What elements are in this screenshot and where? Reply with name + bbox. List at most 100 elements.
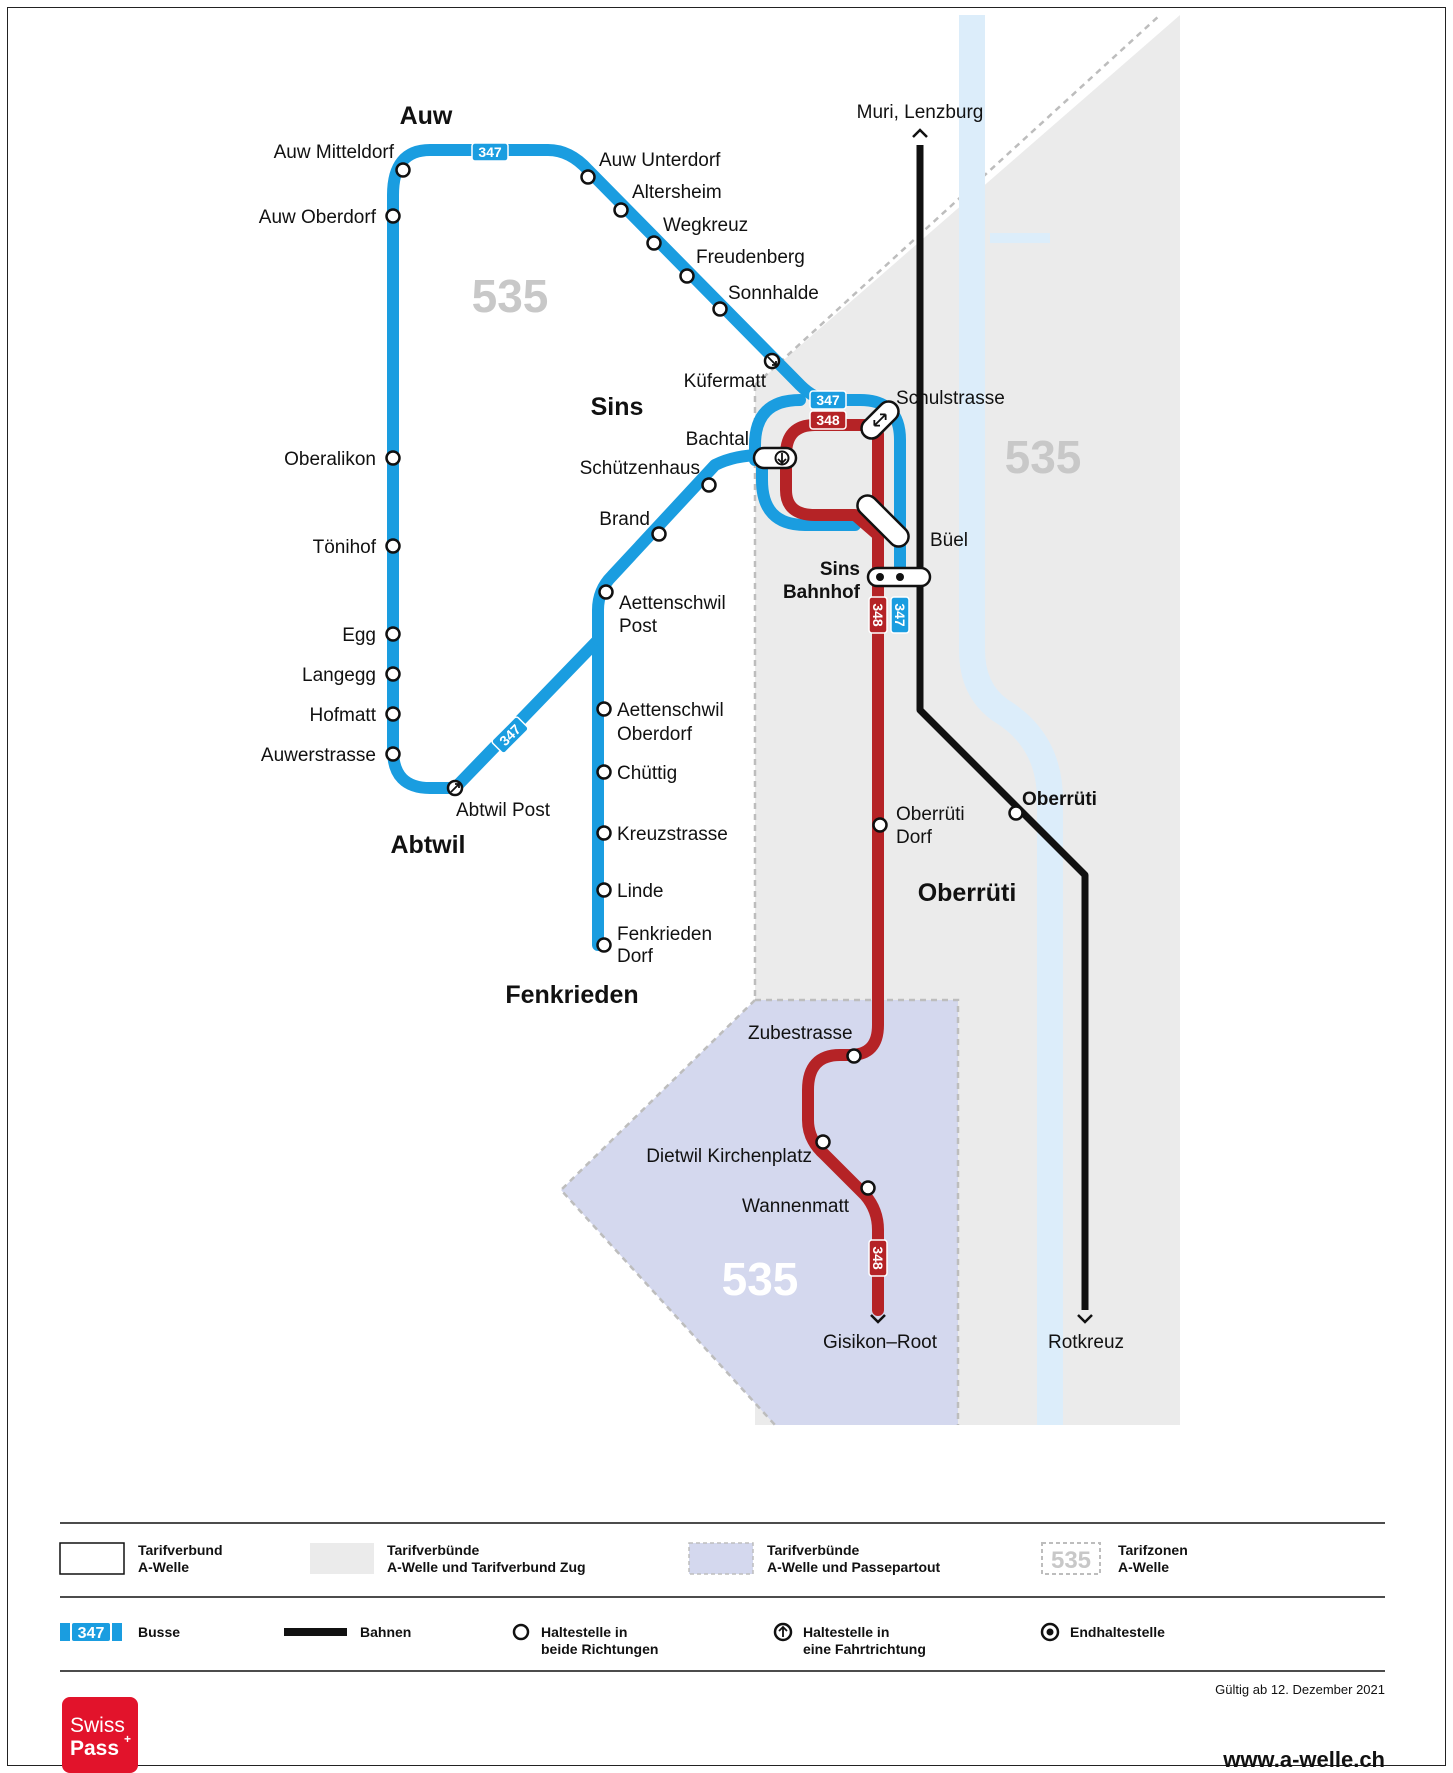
badge-347-bahnhof: 347 bbox=[890, 596, 910, 634]
stop-abtwil-post: Abtwil Post bbox=[456, 800, 551, 821]
sins-bahnhof-platform bbox=[866, 566, 932, 588]
stop-oberrueti-dorf-1: Oberrüti bbox=[896, 804, 965, 825]
stop-schulstrasse: Schulstrasse bbox=[896, 388, 1005, 409]
svg-text:348: 348 bbox=[870, 603, 886, 627]
stop-aettenschwil-oberdorf-2: Oberdorf bbox=[617, 724, 693, 745]
stop-aettenschwil-post-2: Post bbox=[619, 616, 658, 637]
stop-oberrueti-station: Oberrüti bbox=[1022, 789, 1097, 810]
bachtal-platform bbox=[752, 446, 798, 470]
legend-zug-2: A-Welle und Tarifverbund Zug bbox=[387, 1559, 586, 1575]
legend-terminal: Endhaltestelle bbox=[1070, 1624, 1165, 1640]
legend-terminal-icon bbox=[1040, 1622, 1060, 1642]
svg-text:347: 347 bbox=[892, 603, 908, 627]
rail-arrow-north bbox=[912, 128, 928, 138]
legend-swatch-zug bbox=[310, 1543, 374, 1574]
legend-swatch-passepartout bbox=[688, 1542, 754, 1575]
stop-kuefermatt: Küfermatt bbox=[684, 371, 767, 392]
stop-schuetzenhaus: Schützenhaus bbox=[580, 458, 700, 479]
stop-freudenberg: Freudenberg bbox=[696, 247, 805, 268]
rail-arrow-south bbox=[1077, 1314, 1093, 1324]
legend-stop-both-1: Haltestelle in bbox=[541, 1624, 627, 1640]
badge-347-sins: 347 bbox=[809, 390, 847, 410]
website-link[interactable]: www.a-welle.ch bbox=[1222, 1747, 1385, 1772]
swisspass-logo: Swiss Pass + bbox=[62, 1697, 138, 1773]
legend-zones-1: Tarifzonen bbox=[1118, 1542, 1188, 1558]
stop-langegg: Langegg bbox=[302, 665, 376, 686]
stop-wegkreuz: Wegkreuz bbox=[663, 215, 748, 236]
schulstrasse-platform bbox=[860, 400, 900, 440]
svg-text:348: 348 bbox=[816, 412, 840, 428]
legend-pp-2: A-Welle und Passepartout bbox=[767, 1559, 941, 1575]
stop-sins-bahnhof-1: Sins bbox=[820, 559, 860, 580]
zone-border-dashed bbox=[559, 14, 1161, 1426]
stop-dietwil-kirchenplatz: Dietwil Kirchenplatz bbox=[646, 1146, 812, 1167]
stop-markers bbox=[385, 162, 1024, 1196]
legend-stop-one-2: eine Fahrtrichtung bbox=[803, 1641, 926, 1657]
legend-awelle-2: A-Welle bbox=[138, 1559, 189, 1575]
legend-zug-1: Tarifverbünde bbox=[387, 1542, 480, 1558]
legend-stop-one-icon bbox=[773, 1622, 793, 1642]
one-direction-stops bbox=[446, 352, 781, 797]
stop-muri-lenzburg: Muri, Lenzburg bbox=[857, 102, 984, 123]
legend-stop-both-icon bbox=[512, 1623, 530, 1641]
legend-stop-one-1: Haltestelle in bbox=[803, 1624, 889, 1640]
svg-text:348: 348 bbox=[870, 1246, 886, 1270]
legend-swatch-awelle bbox=[59, 1542, 125, 1575]
legend-swatch-zones bbox=[1041, 1542, 1101, 1575]
badge-348-sins: 348 bbox=[809, 410, 847, 430]
stop-auw-oberdorf: Auw Oberdorf bbox=[259, 207, 377, 228]
stop-oberalikon: Oberalikon bbox=[284, 449, 376, 470]
badge-348-south: 348 bbox=[868, 1239, 888, 1277]
river bbox=[959, 15, 1063, 1425]
line-348-arrow-south bbox=[870, 1314, 886, 1324]
legend-awelle-1: Tarifverbund bbox=[138, 1542, 223, 1558]
stop-wannenmatt: Wannenmatt bbox=[742, 1196, 850, 1217]
town-auw: Auw bbox=[400, 102, 453, 130]
legend-zones-2: A-Welle bbox=[1118, 1559, 1169, 1575]
stop-sonnhalde: Sonnhalde bbox=[728, 283, 819, 304]
legend-pp-1: Tarifverbünde bbox=[767, 1542, 860, 1558]
legend-bus-symbol: 347 bbox=[60, 1623, 122, 1642]
zone-passepartout-area bbox=[561, 1000, 958, 1425]
svg-text:347: 347 bbox=[478, 144, 502, 160]
legend-stop-both-2: beide Richtungen bbox=[541, 1641, 658, 1657]
stop-hofmatt: Hofmatt bbox=[309, 705, 376, 726]
svg-text:347: 347 bbox=[816, 392, 840, 408]
stop-toenihof: Tönihof bbox=[313, 537, 377, 558]
town-fenkrieden: Fenkrieden bbox=[505, 981, 638, 1009]
legend-zone-sample: 535 bbox=[1051, 1547, 1091, 1574]
town-oberrueti: Oberrüti bbox=[918, 879, 1017, 907]
stop-kreuzstrasse: Kreuzstrasse bbox=[617, 824, 728, 845]
stop-oberrueti-dorf-2: Dorf bbox=[896, 827, 933, 848]
stop-brand: Brand bbox=[599, 509, 650, 530]
zone-number-3: 535 bbox=[722, 1253, 799, 1305]
legend-bahnen: Bahnen bbox=[360, 1624, 411, 1640]
badge-347-top: 347 bbox=[471, 142, 509, 162]
stop-bachtal: Bachtal bbox=[686, 429, 749, 450]
valid-date: Gültig ab 12. Dezember 2021 bbox=[1215, 1682, 1385, 1697]
stop-rotkreuz: Rotkreuz bbox=[1048, 1332, 1124, 1353]
stop-auw-unterdorf: Auw Unterdorf bbox=[599, 150, 721, 171]
stop-aettenschwil-post-1: Aettenschwil bbox=[619, 593, 726, 614]
stop-gisikon-root: Gisikon–Root bbox=[823, 1332, 938, 1353]
stop-zubestrasse: Zubestrasse bbox=[748, 1023, 853, 1044]
stop-aettenschwil-oberdorf-1: Aettenschwil bbox=[617, 700, 724, 721]
badge-348-bahnhof: 348 bbox=[868, 596, 888, 634]
town-sins: Sins bbox=[591, 393, 644, 421]
legend-rail-symbol bbox=[284, 1628, 347, 1636]
map-frame bbox=[7, 7, 1446, 1766]
legend-busse: Busse bbox=[138, 1624, 180, 1640]
stop-fenkrieden-dorf-2: Dorf bbox=[617, 946, 654, 967]
stop-bueel: Büel bbox=[930, 530, 968, 551]
zone-number-1: 535 bbox=[472, 270, 549, 322]
bueel-platform bbox=[856, 494, 910, 548]
stop-altersheim: Altersheim bbox=[632, 182, 722, 203]
stop-sins-bahnhof-2: Bahnhof bbox=[783, 582, 861, 603]
svg-text:Swiss: Swiss bbox=[70, 1714, 125, 1737]
stop-linde: Linde bbox=[617, 881, 664, 902]
stop-auwerstrasse: Auwerstrasse bbox=[261, 745, 376, 766]
svg-text:Pass: Pass bbox=[70, 1737, 119, 1760]
stop-auw-mitteldorf: Auw Mitteldorf bbox=[274, 142, 395, 163]
town-abtwil: Abtwil bbox=[391, 831, 466, 859]
